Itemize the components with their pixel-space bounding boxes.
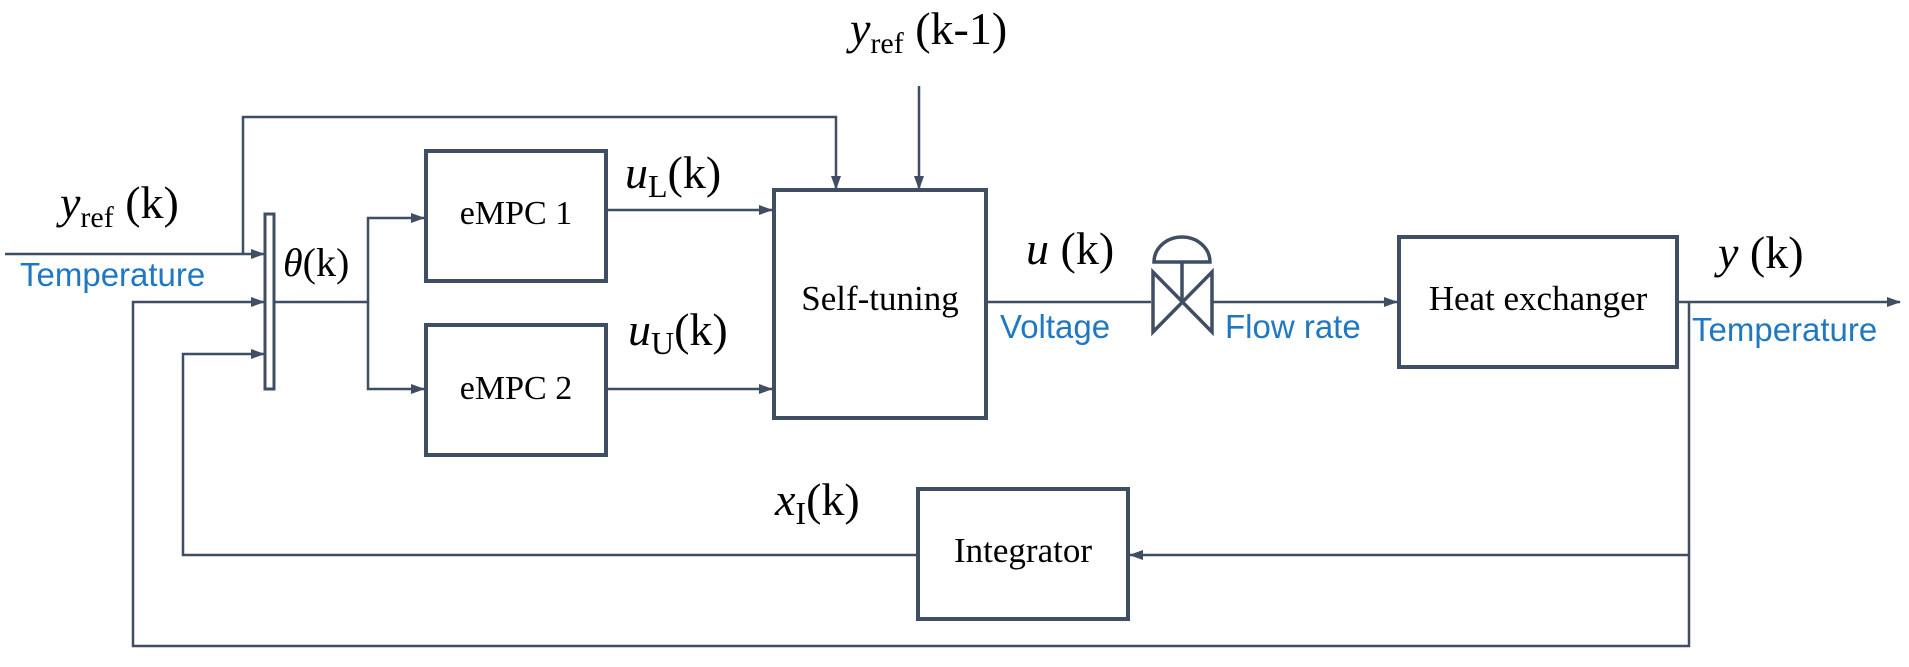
theta-lower-wire	[366, 302, 425, 394]
yref-k-label: yref (k)	[56, 177, 179, 234]
yref-feedforward-wire	[241, 115, 841, 254]
valve-icon	[1151, 235, 1214, 337]
integrator-label: Integrator	[954, 531, 1092, 570]
y-feedback-wire	[131, 297, 1691, 648]
integrator-block: Integrator	[916, 487, 1130, 621]
empc1-label: eMPC 1	[460, 195, 572, 232]
y-label: y (k)	[1714, 227, 1804, 278]
u-label: u (k)	[1026, 223, 1114, 274]
flow-rate-label: Flow rate	[1225, 308, 1361, 345]
heat-exchanger-block: Heat exchanger	[1397, 235, 1679, 369]
yref-k-minus-1-label: yref (k-1)	[846, 3, 1007, 60]
heat-exchanger-label: Heat exchanger	[1429, 279, 1648, 318]
empc1-block: eMPC 1	[424, 149, 608, 283]
uL-label: uL(k)	[625, 147, 721, 204]
mux-bar	[263, 212, 276, 391]
xI-wire	[181, 349, 916, 557]
xI-label: xI(k)	[774, 474, 860, 531]
uU-label: uU(k)	[628, 304, 728, 361]
input-temperature-label: Temperature	[20, 256, 205, 293]
voltage-label: Voltage	[1000, 308, 1110, 345]
self-tuning-block: Self-tuning	[772, 188, 988, 420]
output-temperature-label: Temperature	[1692, 311, 1877, 348]
theta-label: θ(k)	[283, 240, 349, 285]
empc2-label: eMPC 2	[460, 370, 572, 407]
empc2-block: eMPC 2	[424, 323, 608, 457]
self-tuning-label: Self-tuning	[801, 279, 958, 318]
theta-split-wire	[274, 213, 425, 304]
